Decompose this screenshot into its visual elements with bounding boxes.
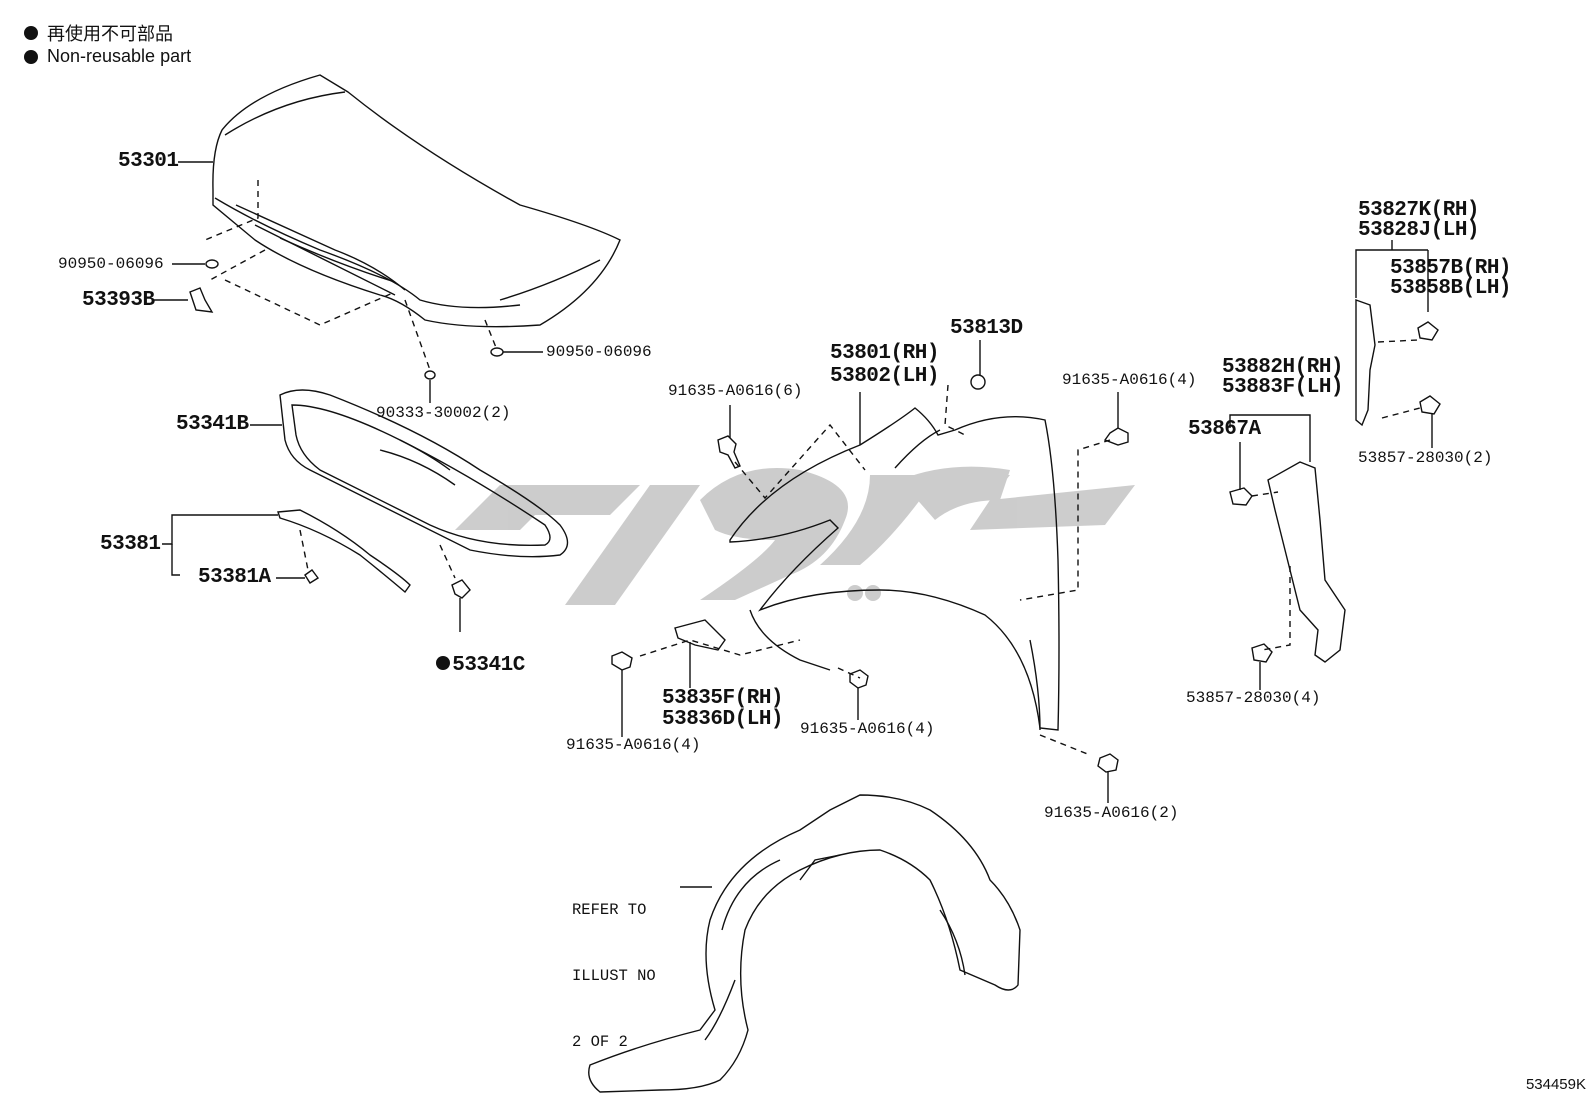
seal-53882h bbox=[1268, 462, 1345, 662]
hood-insulator-53341b bbox=[280, 390, 568, 557]
hood-cushion-right bbox=[490, 347, 504, 357]
bolt-91635-right bbox=[1105, 428, 1128, 445]
label-53882h[interactable]: 53882H(RH) bbox=[1222, 356, 1344, 379]
refer-note: REFER TO ILLUST NO 2 OF 2 bbox=[572, 855, 656, 1075]
clip-53341c bbox=[452, 580, 470, 598]
label-53867a[interactable]: 53867A bbox=[1188, 418, 1261, 441]
label-90333-30002[interactable]: 90333-30002(2) bbox=[376, 404, 511, 422]
legend-jp: 再使用不可部品 bbox=[24, 20, 173, 46]
label-53301[interactable]: 53301 bbox=[118, 150, 179, 173]
bracket-53835f bbox=[675, 620, 725, 650]
dash-53857-4 bbox=[1262, 566, 1290, 650]
dash-53381a bbox=[300, 530, 308, 570]
bolt-91635-bottom bbox=[1098, 754, 1118, 772]
label-53801[interactable]: 53801(RH) bbox=[830, 342, 939, 365]
label-91635-a0616-2[interactable]: 91635-A0616(2) bbox=[1044, 804, 1179, 822]
illustration-code: 534459K bbox=[1525, 1076, 1586, 1093]
fender-dashes bbox=[640, 385, 1110, 755]
bolt-91635-lower-mid bbox=[850, 670, 868, 688]
leader-53381a bbox=[172, 544, 180, 575]
label-53857-28030-4[interactable]: 53857-28030(4) bbox=[1186, 689, 1321, 707]
label-91635-a0616-4-mid[interactable]: 91635-A0616(4) bbox=[800, 720, 935, 738]
legend-en: Non-reusable part bbox=[24, 46, 191, 67]
label-91635-a0616-4-left[interactable]: 91635-A0616(4) bbox=[566, 736, 701, 754]
bolt-91635-top bbox=[718, 436, 740, 468]
dash-53341c bbox=[440, 545, 455, 578]
dash-53857-2 bbox=[1382, 408, 1420, 418]
refer-line-3: 2 OF 2 bbox=[572, 1033, 628, 1051]
label-53857b[interactable]: 53857B(RH) bbox=[1390, 257, 1512, 280]
label-53836d[interactable]: 53836D(LH) bbox=[662, 708, 784, 731]
label-53857-28030-2[interactable]: 53857-28030(2) bbox=[1358, 449, 1493, 467]
label-53835f[interactable]: 53835F(RH) bbox=[662, 687, 784, 710]
clip-53381a bbox=[305, 570, 318, 583]
clip-53867a bbox=[1230, 488, 1252, 505]
label-53393b[interactable]: 53393B bbox=[82, 289, 155, 312]
grommet-53813d bbox=[970, 374, 986, 390]
refer-line-1: REFER TO bbox=[572, 901, 647, 919]
label-53813d[interactable]: 53813D bbox=[950, 317, 1023, 340]
label-53883f[interactable]: 53883F(LH) bbox=[1222, 376, 1344, 399]
hood-dashes bbox=[205, 180, 497, 370]
hood-cushion-left bbox=[205, 259, 219, 269]
bolt-91635-lower-left bbox=[612, 652, 632, 670]
label-91635-a0616-6[interactable]: 91635-A0616(6) bbox=[668, 382, 803, 400]
dash-53857b bbox=[1378, 340, 1418, 342]
clip-53857b bbox=[1418, 322, 1438, 340]
leader-53381 bbox=[162, 515, 278, 544]
label-53802[interactable]: 53802(LH) bbox=[830, 365, 939, 388]
label-53381a[interactable]: 53381A bbox=[198, 566, 271, 589]
seal-53381 bbox=[278, 510, 410, 592]
label-90950-06096-a[interactable]: 90950-06096 bbox=[58, 255, 164, 273]
refer-line-2: ILLUST NO bbox=[572, 967, 656, 985]
fender-liner bbox=[589, 795, 1020, 1092]
non-reusable-bullet-icon bbox=[436, 656, 451, 670]
dash-53867a bbox=[1252, 492, 1278, 496]
hood-53301 bbox=[213, 75, 620, 327]
leader-53882h bbox=[1230, 415, 1310, 462]
label-53858b[interactable]: 53858B(LH) bbox=[1390, 277, 1512, 300]
leader-53827k bbox=[1356, 250, 1428, 298]
label-90950-06096-b[interactable]: 90950-06096 bbox=[546, 343, 652, 361]
bullet-icon bbox=[24, 26, 38, 40]
label-53827k[interactable]: 53827K(RH) bbox=[1358, 199, 1480, 222]
label-53381[interactable]: 53381 bbox=[100, 533, 161, 556]
clip-53393b bbox=[190, 288, 212, 312]
watermark-logo bbox=[455, 466, 1135, 605]
legend-jp-text: 再使用不可部品 bbox=[47, 24, 173, 44]
plug-90333 bbox=[424, 370, 436, 380]
fender-53801 bbox=[730, 408, 1059, 730]
label-53828j[interactable]: 53828J(LH) bbox=[1358, 219, 1480, 242]
seal-53827k bbox=[1356, 300, 1375, 425]
label-91635-a0616-4-right[interactable]: 91635-A0616(4) bbox=[1062, 371, 1197, 389]
label-53341b[interactable]: 53341B bbox=[176, 413, 249, 436]
clip-53857-4 bbox=[1252, 644, 1272, 662]
bullet-icon bbox=[24, 49, 38, 64]
label-53341c-text: 53341C bbox=[452, 654, 525, 677]
clip-53857-2 bbox=[1420, 396, 1440, 414]
label-53341c[interactable]: 53341C bbox=[412, 634, 525, 676]
legend-en-text: Non-reusable part bbox=[47, 46, 192, 66]
